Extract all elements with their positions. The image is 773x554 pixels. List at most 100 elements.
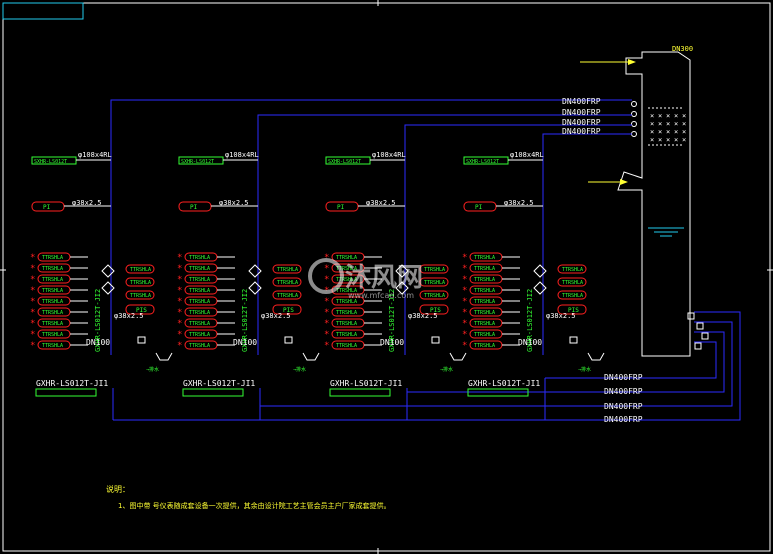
right-nozzle [557,290,587,300]
pis-gauge [272,304,302,315]
asterisk-mark: * [30,341,35,351]
nozzle-label: TTRSHLA [336,343,357,349]
nozzle-label: TTRSHLA [189,299,210,305]
right-nozzle-label: TTRSHLA [130,280,151,286]
dn100-box [284,336,293,344]
drain-trap [302,352,320,361]
nozzle-label: TTRSHLA [42,288,63,294]
spray-nozzle-mark: × [658,128,662,136]
dn100-label: DN100 [233,338,257,347]
nozzle-label: TTRSHLA [336,310,357,316]
pis-label: PIS [568,307,579,314]
valve [248,264,262,278]
nozzle-label: TTRSHLA [336,321,357,327]
watermark-url: www.mfcad.com [348,291,414,300]
nozzle-label: TTRSHLA [336,266,357,272]
pi-label: PI [475,204,483,211]
tower-internals: ×××××××××××××××××××× [580,59,709,350]
pis-gauge [557,304,587,315]
nozzle-label: TTRSHLA [42,343,63,349]
pump-unit-4: SXHR-LS012Tφ108x4RLPIφ38x2.5TTRSHLA*TTRS… [462,151,605,397]
pipe-size-mid: φ38x2.5 [219,199,249,207]
pipe-supply-1 [110,99,632,355]
drain-trap [587,352,605,361]
pump-code: GXHR-LS012T-JI1 [330,379,402,388]
pipe-size-mid: φ38x2.5 [72,199,102,207]
right-nozzle [125,264,155,274]
asterisk-mark: * [324,341,329,351]
right-nozzle-label: TTRSHLA [562,280,583,286]
pipe-size-top: φ108x4RL [510,151,544,159]
right-nozzle [419,290,449,300]
valve-size: φ38x2.5 [546,312,576,320]
pump-code: GXHR-LS012T-JI1 [468,379,540,388]
nozzle-label: TTRSHLA [474,310,495,316]
asterisk-mark: * [324,330,329,340]
nozzle-label: TTRSHLA [474,332,495,338]
spray-nozzle-mark: × [650,128,654,136]
pipe-size-mid: φ38x2.5 [504,199,534,207]
asterisk-mark: * [30,308,35,318]
asterisk-mark: * [30,264,35,274]
asterisk-mark: * [30,286,35,296]
pis-gauge [125,304,155,315]
pump-code: GXHR-LS012T-JI1 [36,379,108,388]
asterisk-mark: * [462,330,467,340]
asterisk-mark: * [462,286,467,296]
right-nozzle [419,277,449,287]
drain-label: →排水 [440,366,453,373]
pump-code: GXHR-LS012T-JI1 [183,379,255,388]
nozzle-label: TTRSHLA [42,266,63,272]
asterisk-mark: * [324,308,329,318]
nozzle-label: TTRSHLA [336,277,357,283]
valve-size: φ38x2.5 [261,312,291,320]
pi-label: PI [190,204,198,211]
pis-label: PIS [283,307,294,314]
spray-nozzle-mark: × [674,120,678,128]
nozzle-label: TTRSHLA [189,310,210,316]
asterisk-mark: * [177,319,182,329]
spray-nozzle-mark: × [658,136,662,144]
asterisk-mark: * [462,264,467,274]
dn100-box [431,336,440,344]
nozzle-label: TTRSHLA [42,277,63,283]
asterisk-mark: * [177,341,182,351]
drain-trap [155,352,173,361]
nozzle-label: TTRSHLA [189,343,210,349]
watermark-text: 沐风网 [345,263,423,293]
notes-title: 说明： [106,484,130,494]
nozzle-label: TTRSHLA [189,255,210,261]
nozzle-label: TTRSHLA [474,277,495,283]
right-nozzle-label: TTRSHLA [130,267,151,273]
right-nozzle [557,264,587,274]
tower-inlet-nozzle [631,101,637,107]
right-nozzle-label: TTRSHLA [277,280,298,286]
top-pipe-label-3: DN400FRP [562,118,601,127]
vertical-code: GXHR-LS012T-JI2 [94,289,102,352]
pump-box [35,388,97,397]
asterisk-mark: * [324,275,329,285]
spray-nozzle-mark: × [666,112,670,120]
pipe-return-2 [260,321,733,407]
drain-label: →排水 [146,366,159,373]
asterisk-mark: * [177,308,182,318]
asterisk-mark: * [462,319,467,329]
dn100-label: DN100 [518,338,542,347]
spray-nozzle-mark: × [650,120,654,128]
dn100-box [569,336,578,344]
spray-nozzle-mark: × [666,128,670,136]
dn100-box [137,336,146,344]
nozzle-label: TTRSHLA [336,299,357,305]
right-nozzle [557,277,587,287]
right-nozzle-label: TTRSHLA [562,267,583,273]
valve [101,281,115,295]
tower-outlet-nozzle [701,332,709,340]
spray-nozzle-mark: × [666,120,670,128]
spray-nozzle-mark: × [650,112,654,120]
arrow-head [628,59,636,65]
pump-box [182,388,244,397]
watermark: 沐风网 www.mfcad.com [308,258,423,300]
asterisk-mark: * [462,275,467,285]
